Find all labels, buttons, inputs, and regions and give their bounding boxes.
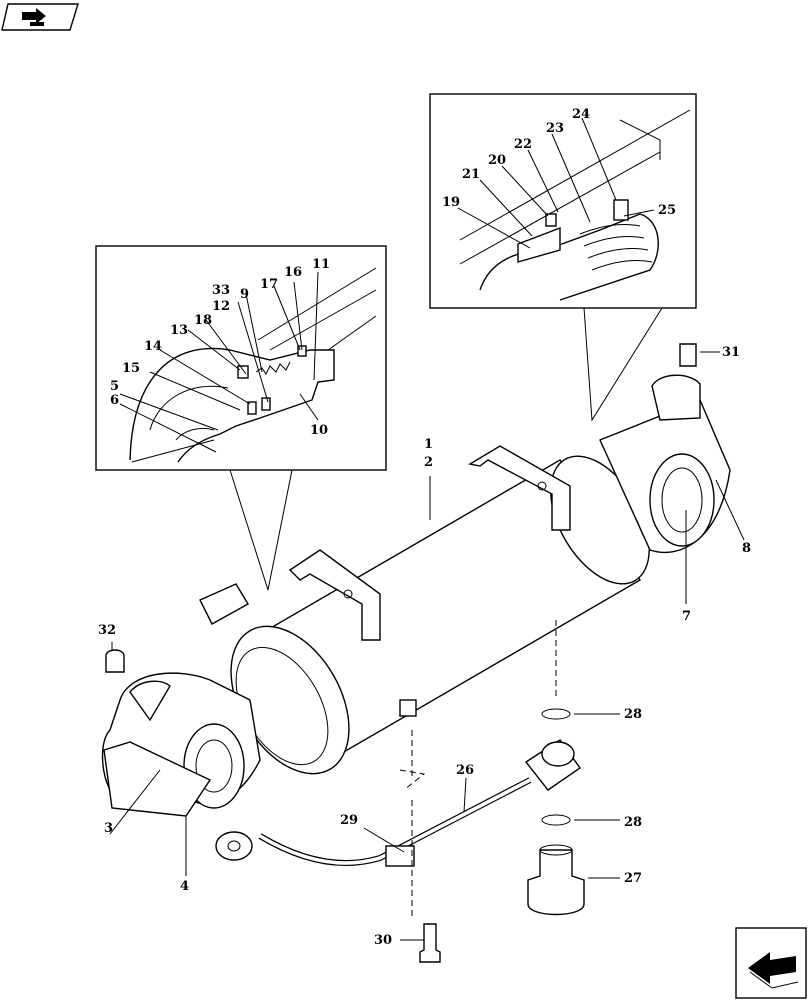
callout-labels: 1 2 3 4 5 6 7 8 9 10 11 12 13 14 15 16 1…: [98, 107, 751, 948]
label-18: 18: [194, 313, 212, 328]
label-6: 6: [110, 393, 119, 408]
label-8: 8: [742, 541, 751, 556]
hose-assembly: [215, 620, 585, 963]
label-24: 24: [572, 107, 590, 122]
label-16: 16: [284, 265, 302, 280]
label-12: 12: [212, 299, 230, 314]
label-22: 22: [514, 137, 532, 152]
label-28b: 28: [624, 815, 642, 830]
label-3: 3: [104, 821, 113, 836]
label-26: 26: [456, 763, 474, 778]
book-arrow-icon[interactable]: [1, 3, 79, 31]
label-9: 9: [240, 287, 249, 302]
label-5: 5: [110, 379, 119, 394]
label-33: 33: [212, 283, 230, 298]
label-20: 20: [488, 153, 506, 168]
label-1: 1: [424, 437, 433, 452]
label-2: 2: [424, 455, 433, 470]
label-32: 32: [98, 623, 116, 638]
label-30: 30: [374, 933, 392, 948]
label-15: 15: [122, 361, 140, 376]
label-14: 14: [144, 339, 162, 354]
label-25: 25: [658, 203, 676, 218]
label-31: 31: [722, 345, 740, 360]
label-29: 29: [340, 813, 358, 828]
leader-lines: [109, 117, 745, 941]
label-13: 13: [170, 323, 188, 338]
label-17: 17: [260, 277, 278, 292]
label-11: 11: [312, 257, 330, 272]
label-10: 10: [310, 423, 328, 438]
cylinder-barrel: [230, 445, 650, 775]
detail-box-rod-seal: [95, 245, 387, 591]
label-21: 21: [462, 167, 480, 182]
detail-box-piston: [429, 93, 697, 422]
label-19: 19: [442, 195, 460, 210]
label-4: 4: [180, 879, 189, 894]
label-23: 23: [546, 121, 564, 136]
label-27: 27: [624, 871, 642, 886]
label-28a: 28: [624, 707, 642, 722]
head-end-eye: [599, 343, 731, 554]
label-7: 7: [682, 609, 691, 624]
rod-end-eye: [101, 583, 261, 817]
next-page-arrow-icon[interactable]: [735, 927, 807, 999]
